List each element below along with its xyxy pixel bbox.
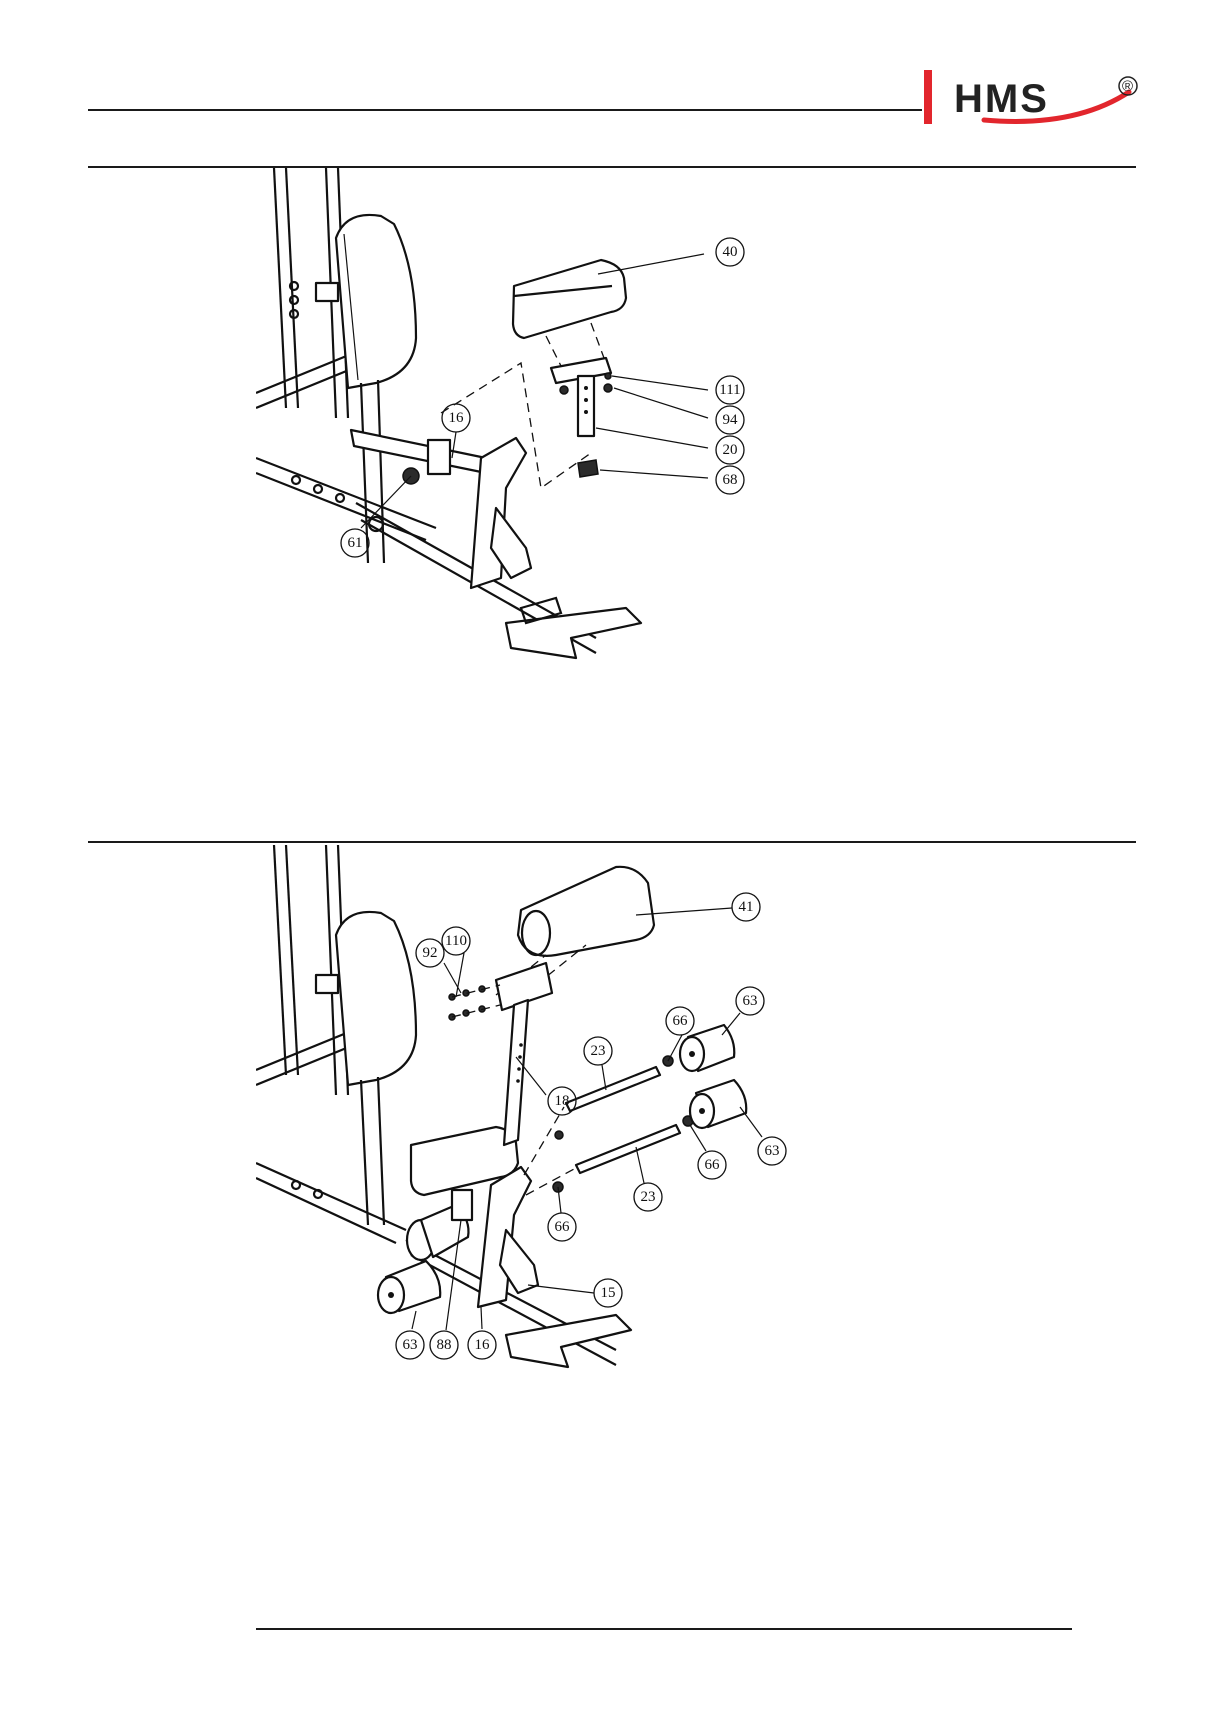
roller-63-loose-left (378, 1261, 440, 1313)
callout-16-step2: 16 (468, 1331, 496, 1359)
assembly-diagram-step1: 40 111 94 20 68 16 61 (256, 168, 756, 730)
svg-text:66: 66 (555, 1219, 571, 1235)
svg-text:92: 92 (423, 945, 438, 961)
svg-text:63: 63 (403, 1337, 418, 1353)
svg-text:63: 63 (765, 1143, 780, 1159)
svg-text:63: 63 (743, 993, 758, 1009)
machine-frame (256, 168, 596, 653)
svg-text:66: 66 (705, 1157, 721, 1173)
logo-red-bar (924, 70, 932, 124)
callout-66-upper: 66 (666, 1007, 694, 1035)
end-cap-68 (578, 460, 598, 477)
callout-110: 110 (442, 927, 470, 955)
svg-text:16: 16 (475, 1337, 491, 1353)
roller-rod-23-lower (576, 1125, 680, 1173)
svg-text:20: 20 (723, 442, 738, 458)
svg-text:23: 23 (641, 1189, 656, 1205)
callout-63-upper: 63 (736, 987, 764, 1015)
registered-mark: ® (1122, 78, 1133, 95)
svg-text:68: 68 (723, 472, 738, 488)
back-pad-2 (336, 912, 416, 1085)
section2-rule (88, 841, 1136, 843)
callout-61: 61 (341, 529, 369, 557)
callout-23-upper: 23 (584, 1037, 612, 1065)
seat-crossbar-16 (351, 430, 491, 474)
back-pad (336, 215, 416, 388)
seat-holder-tube (428, 440, 450, 474)
bolt-94-left (560, 386, 568, 394)
callout-66-lower: 66 (548, 1213, 576, 1241)
footrest (506, 608, 641, 658)
bolt-94-right (604, 384, 612, 392)
callout-41: 41 (732, 893, 760, 921)
callout-66-middle: 66 (698, 1151, 726, 1179)
svg-text:16: 16 (449, 410, 465, 426)
assembly-diagram-step2: 41 110 92 66 63 23 18 63 66 23 66 1 (256, 845, 856, 1425)
roller-63-middle (690, 1080, 746, 1128)
callout-92: 92 (416, 939, 444, 967)
svg-text:41: 41 (739, 899, 754, 915)
arm-pad-post-18 (504, 1000, 528, 1145)
spacer-66-center (555, 1131, 563, 1139)
callout-63-lower: 63 (396, 1331, 424, 1359)
svg-text:111: 111 (719, 382, 740, 398)
seat-post-20 (578, 376, 594, 436)
svg-text:88: 88 (437, 1337, 452, 1353)
callout-20: 20 (716, 436, 744, 464)
callout-94: 94 (716, 406, 744, 434)
footer-rule (256, 1628, 1072, 1630)
washer-111 (605, 373, 611, 379)
callout-88: 88 (430, 1331, 458, 1359)
seat-holder-88 (452, 1190, 472, 1220)
svg-text:66: 66 (673, 1013, 689, 1029)
callout-111: 111 (716, 376, 744, 404)
svg-text:94: 94 (723, 412, 739, 428)
svg-text:110: 110 (445, 933, 467, 949)
callout-68: 68 (716, 466, 744, 494)
callout-15: 15 (594, 1279, 622, 1307)
callout-63-middle: 63 (758, 1137, 786, 1165)
logo-text: HMS (954, 77, 1049, 121)
svg-text:18: 18 (555, 1093, 570, 1109)
svg-text:40: 40 (723, 244, 738, 260)
footrest-2 (506, 1315, 631, 1367)
callout-16: 16 (442, 404, 470, 432)
hms-logo: HMS ® (924, 70, 1144, 124)
svg-text:23: 23 (591, 1043, 606, 1059)
callout-23-lower: 23 (634, 1183, 662, 1211)
callout-40: 40 (716, 238, 744, 266)
svg-text:61: 61 (348, 535, 363, 551)
svg-text:15: 15 (601, 1285, 616, 1301)
roller-rod-23-upper (566, 1067, 660, 1111)
header-rule (88, 109, 922, 111)
